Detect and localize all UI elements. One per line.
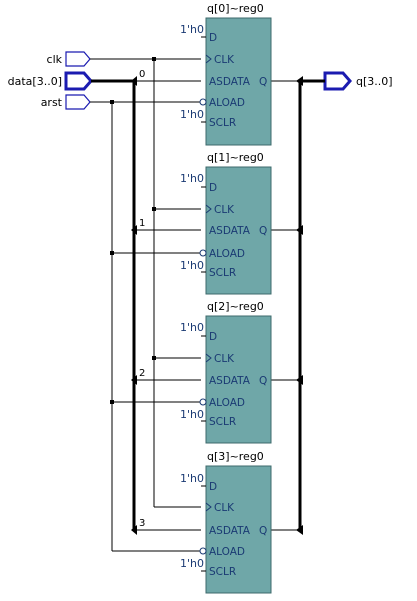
register-title: q[2]~reg0 xyxy=(207,300,264,313)
d-constant: 1'h0 xyxy=(180,172,204,185)
bus-tap-arrow xyxy=(131,225,137,235)
pin-sclr: SCLR xyxy=(209,566,236,578)
pin-q: Q xyxy=(259,525,267,537)
bus-tap-arrow xyxy=(131,525,137,535)
clk-port-label: clk xyxy=(47,53,63,66)
pin-sclr: SCLR xyxy=(209,117,236,129)
pin-clk: CLK xyxy=(214,54,235,66)
clk-junction-dot xyxy=(152,356,156,360)
pin-asdata: ASDATA xyxy=(209,525,251,537)
clk-junction-dot xyxy=(152,207,156,211)
clock-edge-icon xyxy=(205,353,212,363)
pin-aload: ALOAD xyxy=(209,546,245,558)
register-body xyxy=(205,465,272,594)
inversion-bubble xyxy=(199,547,207,555)
register-q1[interactable]: q[1]~reg0 1'h0 D CLK ASDATA Q ALOAD 1'h0… xyxy=(180,151,272,295)
pin-clk: CLK xyxy=(214,502,235,514)
bus-merge-arrow xyxy=(296,525,303,535)
bus-index-3: 3 xyxy=(139,518,145,529)
register-q2[interactable]: q[2]~reg0 1'h0 D CLK ASDATA Q ALOAD 1'h0… xyxy=(180,300,272,444)
sclr-constant: 1'h0 xyxy=(180,557,204,570)
pin-aload: ALOAD xyxy=(209,248,245,260)
register-title: q[3]~reg0 xyxy=(207,450,264,463)
pin-sclr: SCLR xyxy=(209,416,236,428)
bus-index-0: 0 xyxy=(139,69,145,80)
data-bus-net: 0 1 2 3 xyxy=(91,69,201,535)
clk-net xyxy=(90,57,201,508)
clk-port[interactable]: clk xyxy=(47,51,91,67)
bus-tap-arrow xyxy=(131,375,137,385)
sclr-constant: 1'h0 xyxy=(180,259,204,272)
sclr-constant: 1'h0 xyxy=(180,108,204,121)
register-title: q[0]~reg0 xyxy=(207,2,264,15)
pin-aload: ALOAD xyxy=(209,397,245,409)
register-body xyxy=(205,17,272,146)
inversion-bubble xyxy=(199,398,207,406)
register-body xyxy=(205,166,272,295)
bus-merge-arrow xyxy=(296,375,303,385)
register-q0[interactable]: q[0]~reg0 1'h0 D CLK ASDATA Q ALOAD 1'h0… xyxy=(180,2,272,146)
pin-q: Q xyxy=(259,225,267,237)
pin-q: Q xyxy=(259,375,267,387)
bus-tap-arrow xyxy=(131,76,137,86)
register-title: q[1]~reg0 xyxy=(207,151,264,164)
clock-edge-icon xyxy=(205,54,212,64)
d-constant: 1'h0 xyxy=(180,472,204,485)
pin-sclr: SCLR xyxy=(209,267,236,279)
inversion-bubble xyxy=(199,249,207,257)
bus-merge-arrow xyxy=(296,225,303,235)
pin-d: D xyxy=(209,182,217,194)
clk-junction-dot xyxy=(152,57,156,61)
pin-clk: CLK xyxy=(214,204,235,216)
pin-d: D xyxy=(209,331,217,343)
pin-asdata: ASDATA xyxy=(209,375,251,387)
d-constant: 1'h0 xyxy=(180,321,204,334)
pin-asdata: ASDATA xyxy=(209,225,251,237)
arst-port-label: arst xyxy=(41,96,63,109)
bus-index-2: 2 xyxy=(139,368,145,379)
inversion-bubble xyxy=(199,98,207,106)
q-bus-net xyxy=(271,76,325,535)
bus-merge-arrow xyxy=(296,76,303,86)
pin-clk: CLK xyxy=(214,353,235,365)
clock-edge-icon xyxy=(205,204,212,214)
pin-aload: ALOAD xyxy=(209,97,245,109)
register-body xyxy=(205,315,272,444)
q-port-label: q[3..0] xyxy=(356,75,393,88)
d-constant: 1'h0 xyxy=(180,23,204,36)
pin-q: Q xyxy=(259,76,267,88)
data-bus-port[interactable]: data[3..0] xyxy=(8,71,93,91)
register-q3[interactable]: q[3]~reg0 1'h0 D CLK ASDATA Q ALOAD 1'h0… xyxy=(180,450,272,594)
bus-index-1: 1 xyxy=(139,218,145,229)
arst-junction-dot xyxy=(110,100,114,104)
arst-port[interactable]: arst xyxy=(41,94,91,110)
sclr-constant: 1'h0 xyxy=(180,408,204,421)
arst-junction-dot xyxy=(110,251,114,255)
arst-net xyxy=(90,100,201,552)
q-bus-port[interactable]: q[3..0] xyxy=(323,71,393,91)
data-port-label: data[3..0] xyxy=(8,75,62,88)
pin-d: D xyxy=(209,481,217,493)
pin-asdata: ASDATA xyxy=(209,76,251,88)
pin-d: D xyxy=(209,32,217,44)
arst-junction-dot xyxy=(110,400,114,404)
clock-edge-icon xyxy=(205,502,212,512)
